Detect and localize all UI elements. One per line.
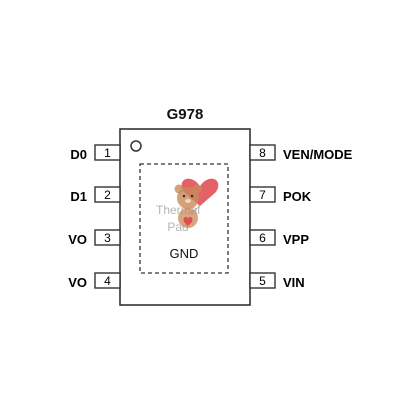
- chip-name: G978: [167, 106, 204, 123]
- pin-label: D0: [70, 147, 87, 162]
- pin-label: VPP: [283, 232, 309, 247]
- bear-heart-icon: [174, 178, 219, 228]
- pin-number: 4: [104, 274, 111, 288]
- pin-number: 2: [104, 188, 111, 202]
- pin-number: 5: [259, 274, 266, 288]
- pin-label: VO: [68, 275, 87, 290]
- pin-5: 5 VIN: [249, 272, 305, 290]
- pin-label: VIN: [283, 275, 305, 290]
- pin-number: 7: [259, 188, 266, 202]
- thermal-pad-net: GND: [170, 246, 199, 261]
- pin-number: 6: [259, 231, 266, 245]
- pin-2: 2 D1: [70, 186, 121, 204]
- pin-8: 8 VEN/MODE: [249, 144, 353, 162]
- pin-label: VO: [68, 232, 87, 247]
- pin1-marker-icon: [130, 140, 142, 152]
- pin-7: 7 POK: [249, 186, 312, 204]
- pin-label: POK: [283, 189, 312, 204]
- pin-number: 8: [259, 146, 266, 160]
- pin-6: 6 VPP: [249, 229, 309, 247]
- pin-label: VEN/MODE: [283, 147, 353, 162]
- pin-3: 3 VO: [68, 229, 121, 247]
- thermal-pad-outline: [139, 163, 229, 274]
- pin-number: 3: [104, 231, 111, 245]
- pin-1: 1 D0: [70, 144, 121, 162]
- pin-number: 1: [104, 146, 111, 160]
- pin-4: 4 VO: [68, 272, 121, 290]
- pin-label: D1: [70, 189, 87, 204]
